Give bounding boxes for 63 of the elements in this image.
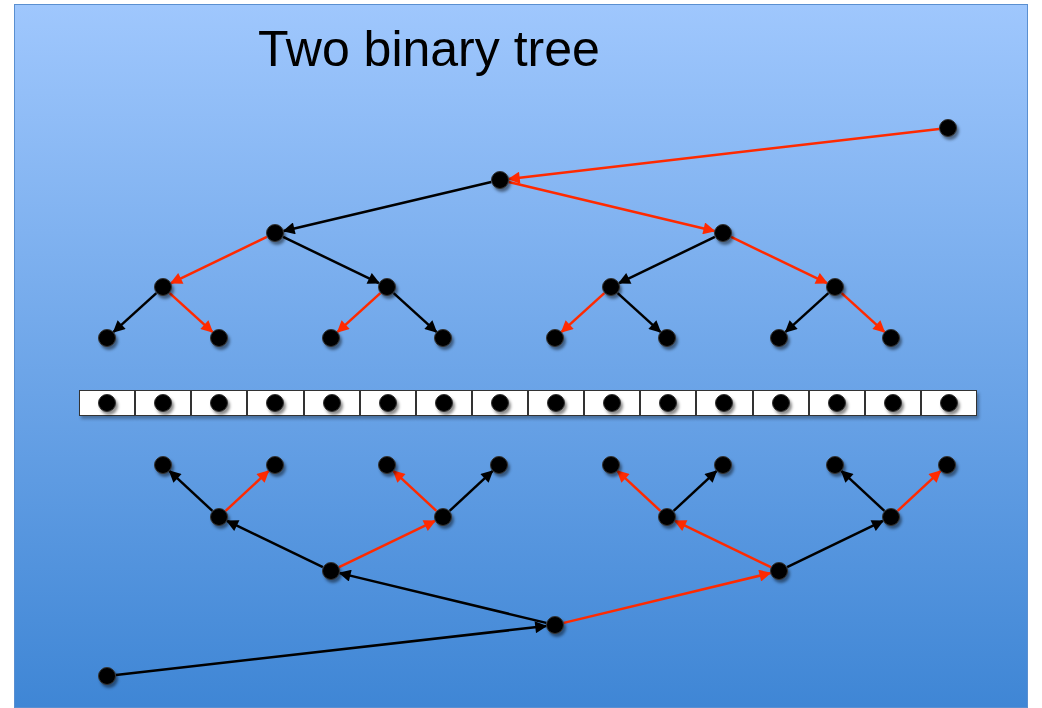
arrow	[224, 470, 270, 512]
arrow	[508, 180, 716, 235]
arrow	[840, 470, 886, 512]
node-dot	[715, 394, 734, 412]
node-dot	[322, 394, 341, 412]
node-dot	[883, 394, 902, 412]
arrow	[282, 180, 492, 235]
array-cell	[191, 390, 248, 416]
arrow	[784, 292, 830, 333]
array-cell	[864, 390, 921, 416]
node-dot	[827, 394, 846, 412]
arrow	[112, 292, 158, 333]
arrow	[392, 292, 438, 333]
node-dot	[378, 394, 397, 412]
node-dot	[434, 394, 453, 412]
arrow	[560, 292, 606, 333]
node-dot	[210, 394, 229, 412]
arrow	[616, 470, 662, 512]
node-dot	[98, 394, 117, 412]
array-cell	[752, 390, 809, 416]
arrow	[786, 519, 884, 569]
arrow	[226, 519, 324, 569]
node-dot	[490, 394, 509, 412]
arrow	[618, 235, 716, 285]
arrow	[616, 292, 662, 333]
array-cell	[808, 390, 865, 416]
array-cell	[528, 390, 585, 416]
arrow	[507, 127, 940, 184]
array-cell	[696, 390, 753, 416]
arrow	[338, 519, 436, 569]
node-dot	[603, 394, 622, 412]
arrow	[563, 569, 772, 625]
array-cell	[135, 390, 192, 416]
array-cell	[359, 390, 416, 416]
arrow	[115, 621, 548, 677]
arrow	[448, 470, 494, 512]
arrow	[730, 235, 828, 285]
array-cell	[640, 390, 697, 416]
array-cell	[303, 390, 360, 416]
node-dot	[939, 394, 958, 412]
arrow	[674, 519, 772, 569]
array-cell	[415, 390, 472, 416]
arrow	[168, 292, 214, 333]
arrow	[896, 470, 942, 512]
node-dot	[659, 394, 678, 412]
array-cell	[920, 390, 977, 416]
node-dot	[266, 394, 285, 412]
arrow	[170, 235, 268, 285]
node-dot	[154, 394, 173, 412]
array-cell	[471, 390, 528, 416]
arrow	[336, 292, 382, 333]
array-cell	[247, 390, 304, 416]
arrow	[168, 470, 214, 512]
arrow	[672, 470, 718, 512]
arrow	[840, 292, 886, 333]
arrow	[282, 235, 380, 285]
node-dot	[771, 394, 790, 412]
node-dot	[547, 394, 566, 412]
array-cell	[584, 390, 641, 416]
arrow	[338, 569, 547, 625]
title: Two binary tree	[258, 20, 600, 78]
arrow	[392, 470, 438, 512]
array-cell	[79, 390, 136, 416]
